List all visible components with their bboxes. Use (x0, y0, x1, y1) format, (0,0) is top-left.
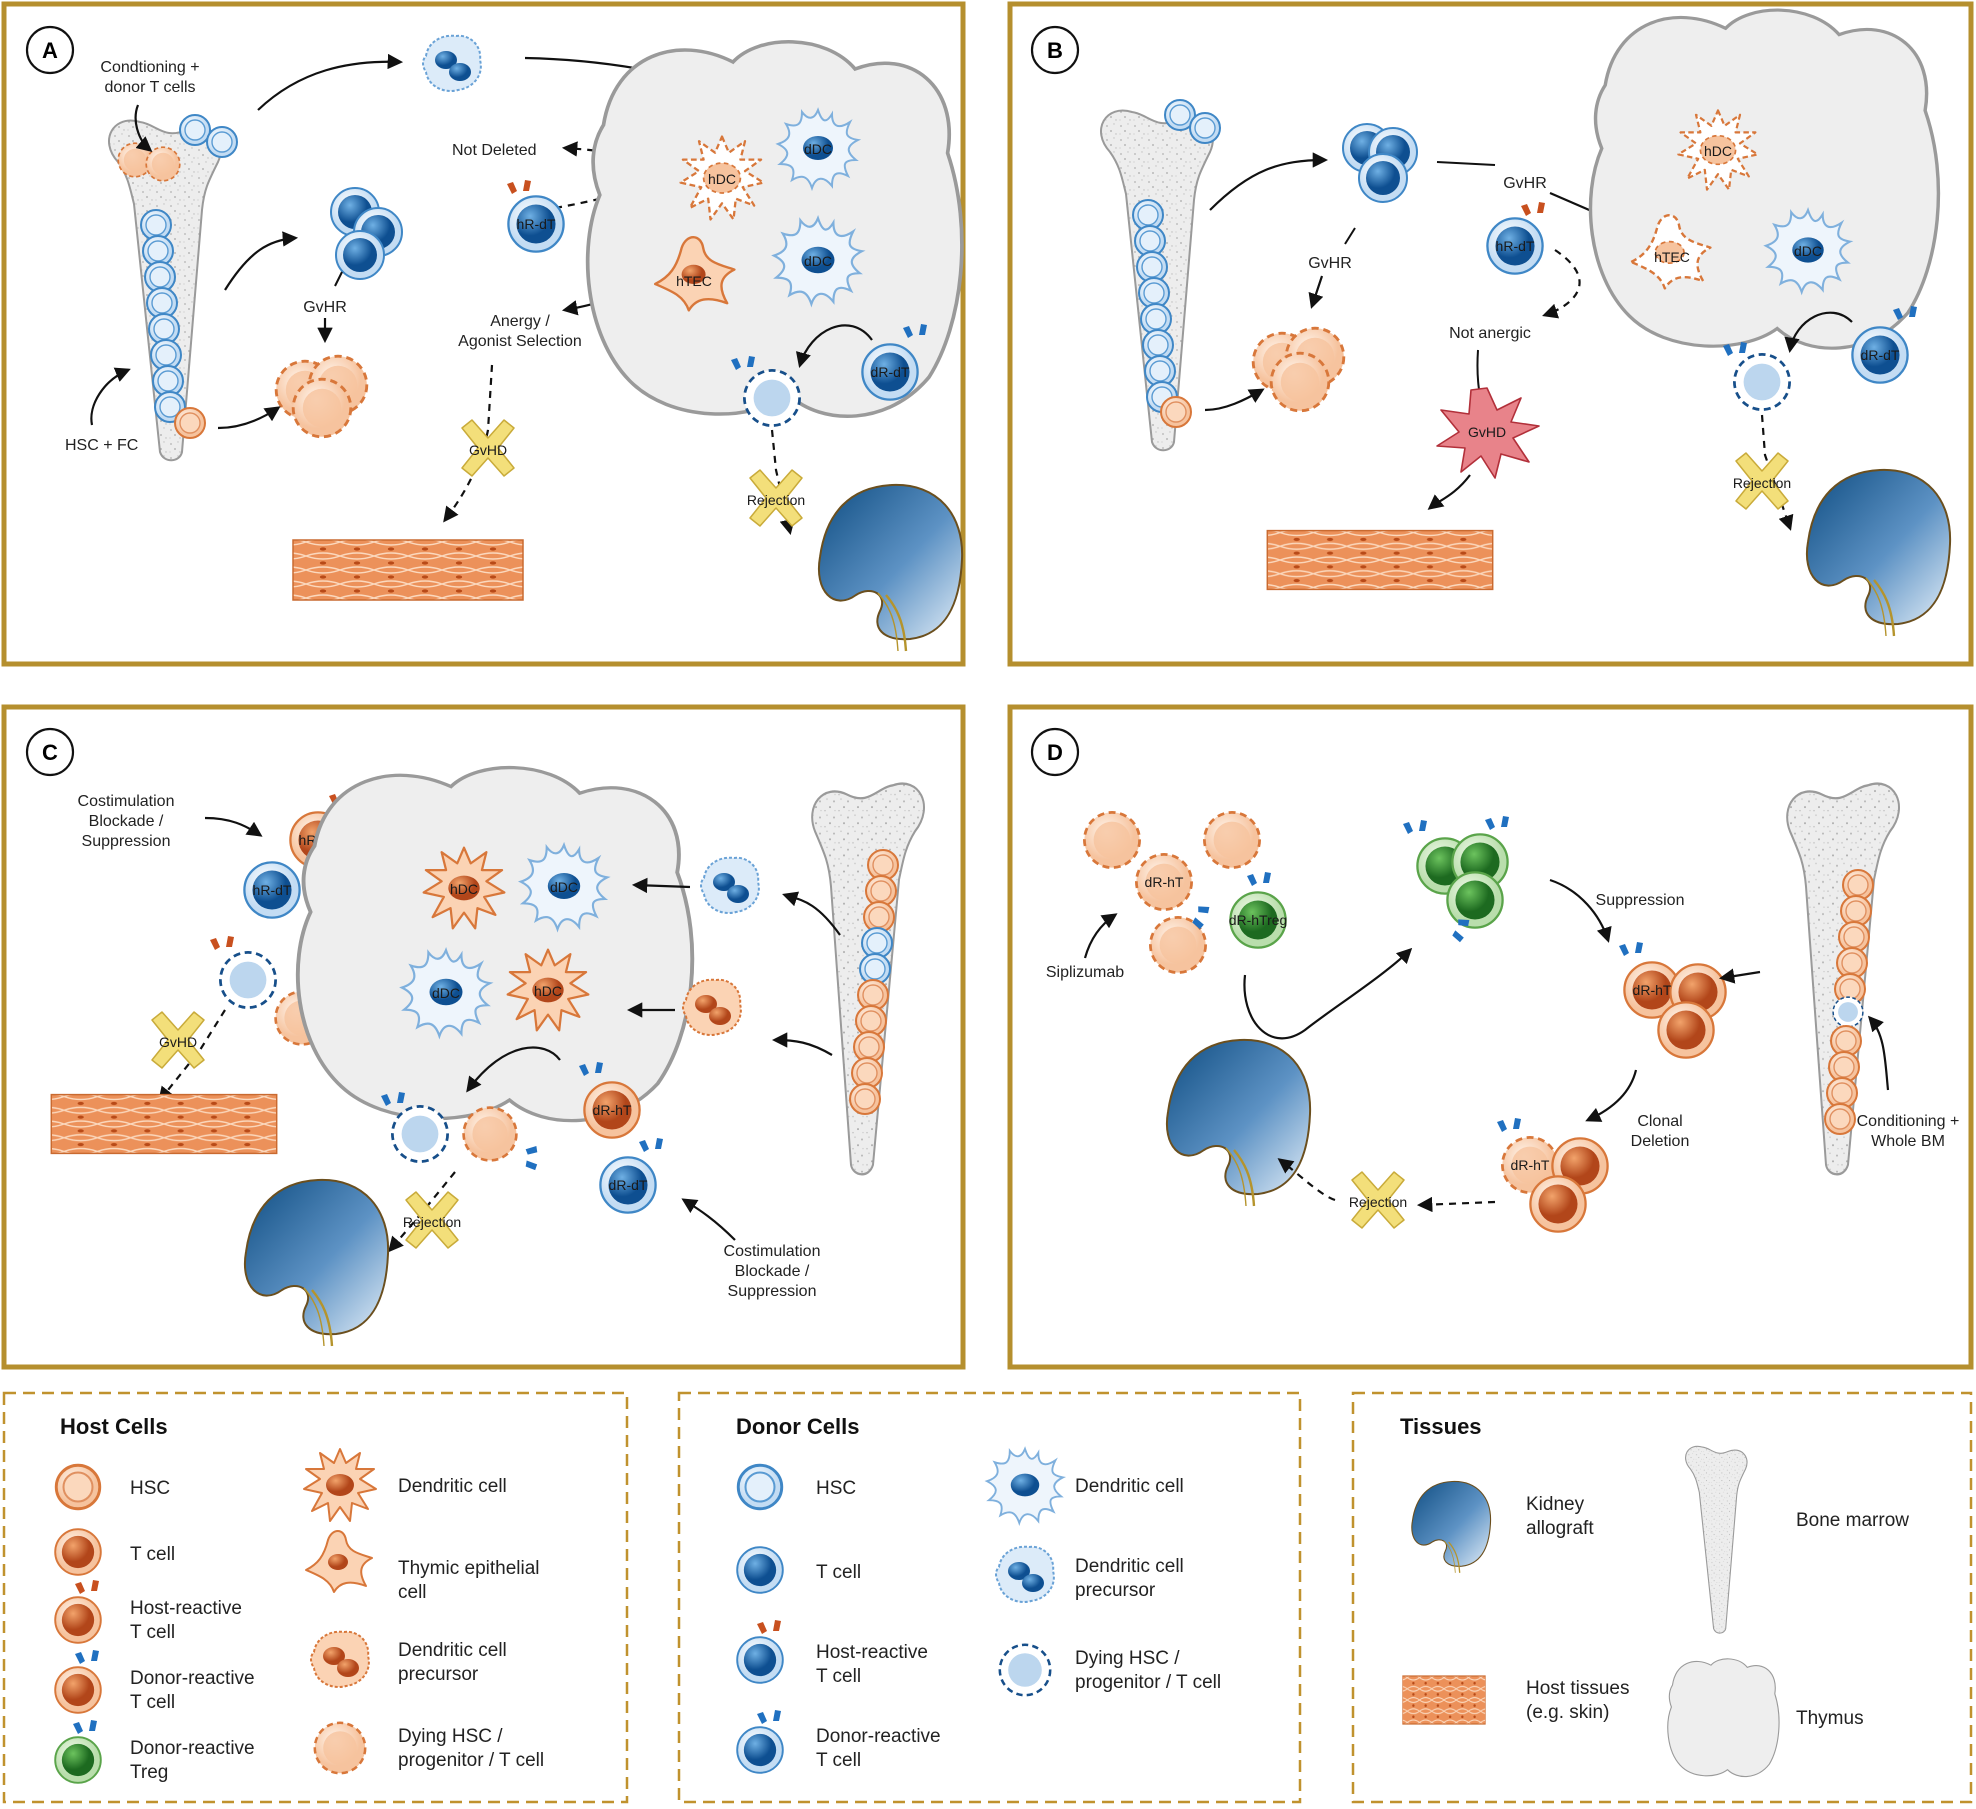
svg-text:hDC: hDC (450, 881, 478, 897)
svg-text:dR-dT: dR-dT (1861, 347, 1900, 363)
label-conditioning: Condtioning +donor T cells (100, 59, 199, 96)
label-rejection-d: Rejection (1349, 1194, 1407, 1210)
host-tissue-skin (292, 539, 524, 601)
svg-text:Dying HSC /progenitor / T cell: Dying HSC /progenitor / T cell (398, 1726, 544, 1771)
svg-text:hDC: hDC (1704, 143, 1732, 159)
svg-text:hDC: hDC (708, 171, 736, 187)
panel-d-badge: D (1047, 740, 1063, 765)
svg-text:hDC: hDC (534, 983, 562, 999)
hr-dt-cell-c: hR-dT (243, 861, 325, 921)
panel-c-badge: C (42, 740, 58, 765)
legend-donor-title: Donor Cells (736, 1414, 859, 1439)
svg-text:dR-hT: dR-hT (593, 1102, 632, 1118)
hr-dt-cell-b: hR-dT (1486, 202, 1545, 275)
svg-text:T cell: T cell (130, 1544, 175, 1565)
label-gvhd-b: GvHD (1468, 424, 1506, 440)
label-rejection-b: Rejection (1733, 475, 1791, 491)
hr-dt-cell: hR-dT (507, 180, 565, 253)
label-gvhr: GvHR (303, 299, 347, 316)
label-rejection: Rejection (747, 492, 805, 508)
svg-text:dDC: dDC (550, 879, 578, 895)
panel-a: A Condtioning +donor T cells HSC + FC Gv… (1, 1, 966, 667)
svg-text:Thymus: Thymus (1796, 1708, 1864, 1729)
svg-text:dDC: dDC (804, 141, 832, 157)
legend-tissues-title: Tissues (1400, 1414, 1482, 1439)
svg-text:dDC: dDC (804, 253, 832, 269)
label-gvhd: GvHD (469, 442, 507, 458)
label-hsc-fc: HSC + FC (65, 437, 138, 454)
panel-b-badge: B (1047, 38, 1063, 63)
label-not-anergic: Not anergic (1449, 325, 1531, 342)
cell-dr-ht-1: dR-hT (1145, 874, 1184, 890)
svg-text:Dendritic cell: Dendritic cell (398, 1476, 507, 1497)
legend-host-title: Host Cells (60, 1414, 168, 1439)
svg-text:dR-dT: dR-dT (871, 364, 910, 380)
svg-text:dDC: dDC (432, 985, 460, 1001)
label-suppression: Suppression (1596, 892, 1685, 909)
dr-dt-cell-b: dR-dT (1851, 306, 1917, 384)
label-not-deleted: Not Deleted (452, 142, 537, 159)
dr-ht-cluster-2: dR-hT (1619, 942, 1727, 1059)
label-siplizumab: Siplizumab (1046, 964, 1124, 981)
dr-dt-cell: dR-dT (861, 324, 927, 401)
svg-text:hR-dT: hR-dT (517, 216, 556, 232)
panel-b: B GvHR GvHR hR-dT Not anergic GvHD hDC h… (1007, 1, 1974, 667)
dr-dt-cell-c: dR-dT (599, 1138, 663, 1214)
svg-text:hTEC: hTEC (676, 273, 712, 289)
thymus-a: hDC hTEC dDC dDC (585, 39, 964, 419)
svg-text:HSC: HSC (130, 1478, 170, 1499)
thymus-c: hDC dDC dDC hDC (295, 765, 695, 1123)
svg-text:dR-hT: dR-hT (1511, 1157, 1550, 1173)
svg-text:T cell: T cell (816, 1562, 861, 1583)
svg-text:dR-dT: dR-dT (609, 1177, 648, 1193)
svg-text:Host tissues(e.g. skin): Host tissues(e.g. skin) (1526, 1678, 1629, 1723)
label-conditioning-d: Conditioning +Whole BM (1857, 1113, 1960, 1150)
thymus-b: hDC hTEC dDC (1588, 8, 1941, 350)
svg-text:hR-dT: hR-dT (1496, 238, 1535, 254)
svg-text:dDC: dDC (1794, 243, 1822, 259)
label-rejection-c: Rejection (403, 1214, 461, 1230)
svg-text:dR-hTreg: dR-hTreg (1229, 912, 1288, 928)
label-gvhd-c: GvHD (159, 1034, 197, 1050)
svg-text:Dendritic cell: Dendritic cell (1075, 1476, 1184, 1497)
label-anergy: Anergy /Agonist Selection (458, 313, 582, 350)
label-gvhr-side: GvHR (1308, 255, 1352, 272)
svg-text:Bone marrow: Bone marrow (1796, 1510, 1909, 1531)
dr-htreg-cell: dR-hTreg (1229, 872, 1288, 949)
label-gvhr-top: GvHR (1503, 175, 1547, 192)
dr-ht-cell: dR-hT (579, 1062, 641, 1139)
panel-a-badge: A (42, 38, 58, 63)
svg-text:dR-hT: dR-hT (1633, 982, 1672, 998)
svg-text:hTEC: hTEC (1654, 249, 1690, 265)
svg-text:Dying HSC /progenitor / T cell: Dying HSC /progenitor / T cell (1075, 1648, 1221, 1693)
svg-text:HSC: HSC (816, 1478, 856, 1499)
panel-d: D dR-hT dR-hTreg Siplizumab Suppression … (1007, 704, 1974, 1370)
svg-text:hR-dT: hR-dT (253, 882, 292, 898)
dr-ht-cluster-3: dR-hT (1497, 1118, 1609, 1233)
